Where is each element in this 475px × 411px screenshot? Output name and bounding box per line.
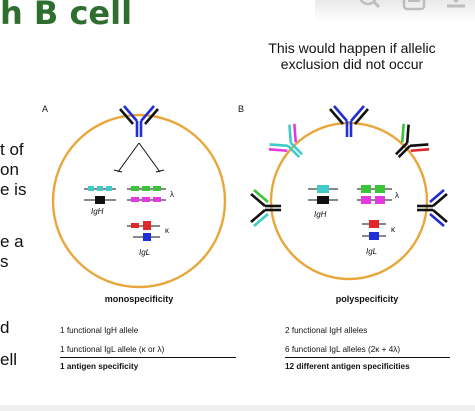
summary-rule-a xyxy=(60,357,236,358)
panel-letter-b: B xyxy=(238,104,245,114)
antibody-b-topleft xyxy=(268,123,304,159)
summary-row-a: 1 functional IgL allele (κ or λ) xyxy=(60,345,165,354)
light-label-a: IgL xyxy=(139,248,151,257)
cell-membrane-a xyxy=(51,113,227,289)
lambda-loci-a xyxy=(127,186,166,202)
expression-arrows-a xyxy=(113,142,165,173)
panel-letter-a: A xyxy=(42,104,49,114)
heavy-loci-b xyxy=(308,185,338,204)
heavy-loci-a xyxy=(84,186,116,204)
summary-row-b: 6 functional IgL alleles (2κ + 4λ) xyxy=(285,345,401,354)
kappa-label-a: κ xyxy=(165,226,169,235)
light-label-b: IgL xyxy=(366,247,378,256)
bottom-edge xyxy=(0,405,475,411)
caption-polyspecificity: polyspecificity xyxy=(335,294,399,304)
antibody-b-top xyxy=(329,105,369,137)
kappa-loci-a xyxy=(127,221,160,241)
summary-row-a: 1 functional IgH allele xyxy=(60,326,139,335)
allelic-exclusion-note: This would happen if allelic exclusion d… xyxy=(268,40,436,72)
summary-total-a: 1 antigen specificity xyxy=(60,362,139,371)
antibody-b-right xyxy=(417,189,448,227)
left-text-fragment: d xyxy=(0,318,10,337)
caption-monospecificity: monospecificity xyxy=(104,294,174,304)
heavy-label-b: IgH xyxy=(314,210,327,219)
summary-total-b: 12 different antigen specificities xyxy=(285,362,410,371)
search-icon[interactable] xyxy=(357,0,383,14)
left-text-fragment: e a xyxy=(0,232,24,251)
antibody-b-topright xyxy=(394,123,430,159)
lambda-label-b: λ xyxy=(395,191,399,200)
summary-rule-b xyxy=(285,357,450,358)
left-text-fragment: t of xyxy=(0,140,24,159)
lambda-loci-b xyxy=(357,185,392,204)
menu-icon[interactable] xyxy=(401,0,427,14)
left-text-fragment: ell xyxy=(0,350,18,369)
left-text-fragment: on xyxy=(0,160,19,179)
left-text-fragment: e is xyxy=(0,180,27,199)
download-icon[interactable] xyxy=(443,0,469,14)
cell-membrane-b xyxy=(269,121,429,281)
kappa-loci-b xyxy=(362,220,386,240)
antibody-b-left xyxy=(250,189,281,227)
heavy-label-a: IgH xyxy=(91,207,104,216)
viewer-toolbar xyxy=(315,0,475,22)
summary-row-b: 2 functional IgH alleles xyxy=(285,326,368,335)
lambda-label-a: λ xyxy=(170,190,174,199)
antibody-a xyxy=(119,105,159,137)
slide-title: h B cell xyxy=(0,0,133,32)
kappa-label-b: κ xyxy=(391,225,395,234)
left-text-fragment: s xyxy=(0,252,9,271)
